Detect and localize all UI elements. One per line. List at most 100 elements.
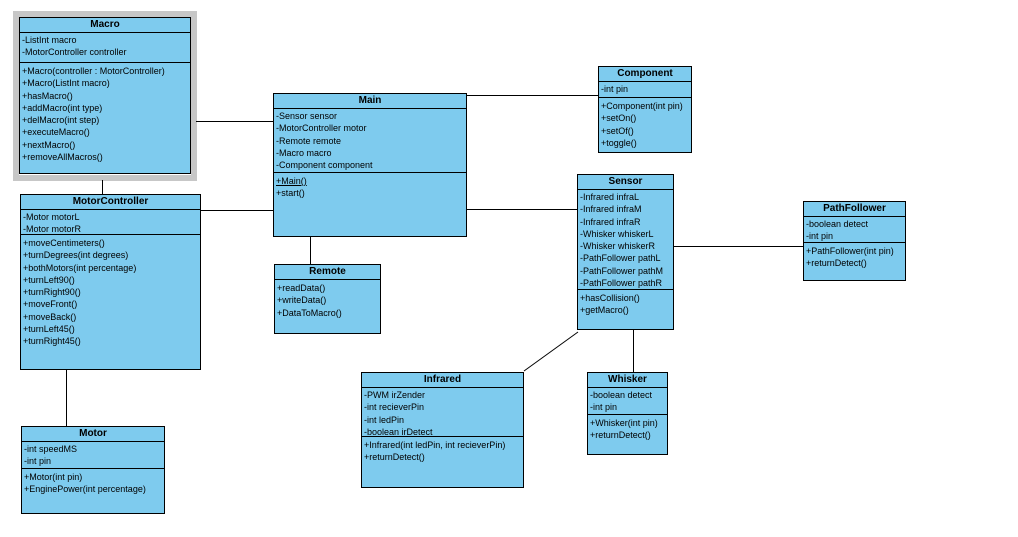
- class-box-whisker[interactable]: Whisker -boolean detect-int pin +Whisker…: [587, 372, 668, 455]
- class-title: Main: [274, 94, 466, 109]
- attributes-compartment: -ListInt macro -MotorController controlle…: [20, 33, 190, 63]
- class-title: Motor: [22, 427, 164, 442]
- methods-compartment: +Whisker(int pin) +returnDetect(): [588, 415, 667, 442]
- connector-motorcontroller-main[interactable]: [200, 210, 273, 211]
- member-line: -Component component: [276, 160, 373, 171]
- class-box-pathfollower[interactable]: PathFollower -boolean detect-int pin +Pa…: [803, 201, 906, 281]
- member-line: +bothMotors(int percentage): [23, 262, 137, 273]
- member-line: +Macro(controller : MotorController): [22, 66, 165, 76]
- connector-main-component[interactable]: [466, 95, 598, 96]
- member-line: +setOn(): [601, 113, 637, 124]
- member-line: -MotorController controller: [22, 47, 127, 58]
- member-line: -Motor motorR: [23, 224, 82, 235]
- member-line: -int recieverPin: [364, 402, 425, 413]
- member-line: +removeAllMacros(): [22, 152, 103, 163]
- member-line: +Component(int pin): [601, 101, 683, 111]
- member-line: +start(): [276, 188, 305, 199]
- attributes-compartment: -Infrared infraL-Infrared infraM-Infrare…: [578, 190, 673, 290]
- member-line: +Motor(int pin): [24, 472, 83, 482]
- class-box-component[interactable]: Component -int pin +Component(int pin) +s…: [598, 66, 692, 153]
- member-line: -PathFollower pathL: [580, 253, 661, 264]
- member-line: -Whisker whiskerR: [580, 241, 656, 252]
- member-line: +returnDetect(): [364, 452, 425, 463]
- member-line: -Remote remote: [276, 135, 342, 146]
- member-line: +moveFront(): [23, 299, 78, 310]
- member-line: +addMacro(int type): [22, 102, 103, 113]
- member-line: +turnLeft45(): [23, 324, 75, 335]
- attributes-compartment: -Sensor sensor-MotorController motor-Rem…: [274, 109, 466, 173]
- member-line: -boolean detect: [590, 390, 653, 400]
- class-title: Macro: [20, 18, 190, 33]
- member-line: +delMacro(int step): [22, 115, 100, 126]
- connector-sensor-infrared[interactable]: [520, 330, 582, 374]
- connector-main-sensor[interactable]: [466, 209, 577, 210]
- member-line: -MotorController motor: [276, 123, 367, 134]
- member-line: +Whisker(int pin): [590, 418, 658, 428]
- member-line: -Macro macro: [276, 147, 332, 158]
- class-title: Whisker: [588, 373, 667, 388]
- connector-main-remote[interactable]: [310, 236, 311, 264]
- member-line: +readData(): [277, 283, 326, 293]
- attributes-compartment: -boolean detect-int pin: [588, 388, 667, 415]
- methods-compartment: +PathFollower(int pin)+returnDetect(): [804, 243, 905, 270]
- connector-macro-motorcontroller[interactable]: [102, 180, 103, 194]
- methods-compartment: +Macro(controller : MotorController) +Mac…: [20, 63, 190, 163]
- attributes-compartment: -int pin: [599, 82, 691, 98]
- member-line: -int ledPin: [364, 414, 405, 425]
- class-title: Remote: [275, 265, 380, 280]
- class-box-sensor[interactable]: Sensor -Infrared infraL -Infrared infraM -…: [577, 174, 674, 330]
- member-line: +executeMacro(): [22, 127, 90, 138]
- class-box-infrared[interactable]: Infrared -PWM irZender-int recieverPin-i…: [361, 372, 524, 488]
- class-box-motorcontroller[interactable]: MotorController -Motor motorL-Motor moto…: [20, 194, 201, 370]
- member-line: +hasCollision(): [580, 293, 640, 303]
- methods-compartment: +moveCentimeters() +turnDegrees(int degre…: [21, 235, 200, 348]
- member-line: +nextMacro(): [22, 139, 76, 150]
- member-line: +turnRight45(): [23, 336, 81, 347]
- connector-motorcontroller-motor[interactable]: [66, 369, 67, 426]
- member-line: +writeData(): [277, 295, 327, 306]
- member-line: +turnLeft90(): [23, 274, 75, 285]
- member-line: +PathFollower(int pin): [806, 246, 894, 256]
- attributes-compartment: -int speedMS -int pin: [22, 442, 164, 469]
- member-line: -Whisker whiskerL: [580, 228, 654, 239]
- class-title: Sensor: [578, 175, 673, 190]
- methods-compartment: +Component(int pin)+setOn()+setOf()+togg…: [599, 98, 691, 149]
- member-line: +EnginePower(int percentage): [24, 484, 146, 495]
- attributes-compartment: -PWM irZender -int recieverPin-int ledPin…: [362, 388, 523, 437]
- member-line: +moveCentimeters(): [23, 238, 105, 248]
- member-line: +getMacro(): [580, 305, 629, 316]
- connector-macro-main[interactable]: [196, 121, 273, 122]
- attributes-compartment: -Motor motorL-Motor motorR: [21, 210, 200, 235]
- member-line: +turnRight90(): [23, 287, 81, 298]
- methods-compartment: +Motor(int pin) +EnginePower(int percenta…: [22, 469, 164, 496]
- attributes-compartment: -boolean detect-int pin: [804, 217, 905, 243]
- connector-sensor-pathfollower[interactable]: [673, 246, 803, 247]
- selection-frame-macro[interactable]: [13, 11, 197, 181]
- member-line: -PathFollower pathR: [580, 278, 663, 289]
- connector-sensor-whisker[interactable]: [633, 329, 634, 372]
- member-line: +Main(): [276, 176, 307, 186]
- member-line: -Infrared infraL: [580, 192, 640, 202]
- member-line: -int pin: [24, 456, 52, 467]
- methods-compartment: +readData()+writeData()+DataToMacro(): [275, 280, 380, 319]
- methods-compartment: +Main() +start(): [274, 173, 466, 200]
- member-line: +Macro(ListInt macro): [22, 78, 110, 89]
- class-title: PathFollower: [804, 202, 905, 217]
- methods-compartment: +hasCollision() +getMacro(): [578, 290, 673, 317]
- class-box-macro[interactable]: Macro -ListInt macro -MotorController con…: [19, 17, 191, 174]
- member-line: +turnDegrees(int degrees): [23, 250, 129, 261]
- class-title: Component: [599, 67, 691, 82]
- class-box-motor[interactable]: Motor -int speedMS -int pin +Motor(int pi…: [21, 426, 165, 514]
- member-line: -ListInt macro: [22, 35, 77, 45]
- member-line: +setOf(): [601, 125, 634, 136]
- member-line: -PWM irZender: [364, 390, 426, 400]
- member-line: +returnDetect(): [590, 430, 651, 441]
- member-line: -Infrared infraM: [580, 204, 642, 215]
- member-line: -int speedMS: [24, 444, 78, 454]
- member-line: +Infrared(int ledPin, int recieverPin): [364, 440, 506, 450]
- class-box-main[interactable]: Main -Sensor sensor-MotorController moto…: [273, 93, 467, 237]
- class-title: MotorController: [21, 195, 200, 210]
- member-line: -PathFollower pathM: [580, 265, 664, 276]
- class-box-remote[interactable]: Remote +readData()+writeData()+DataToMac…: [274, 264, 381, 334]
